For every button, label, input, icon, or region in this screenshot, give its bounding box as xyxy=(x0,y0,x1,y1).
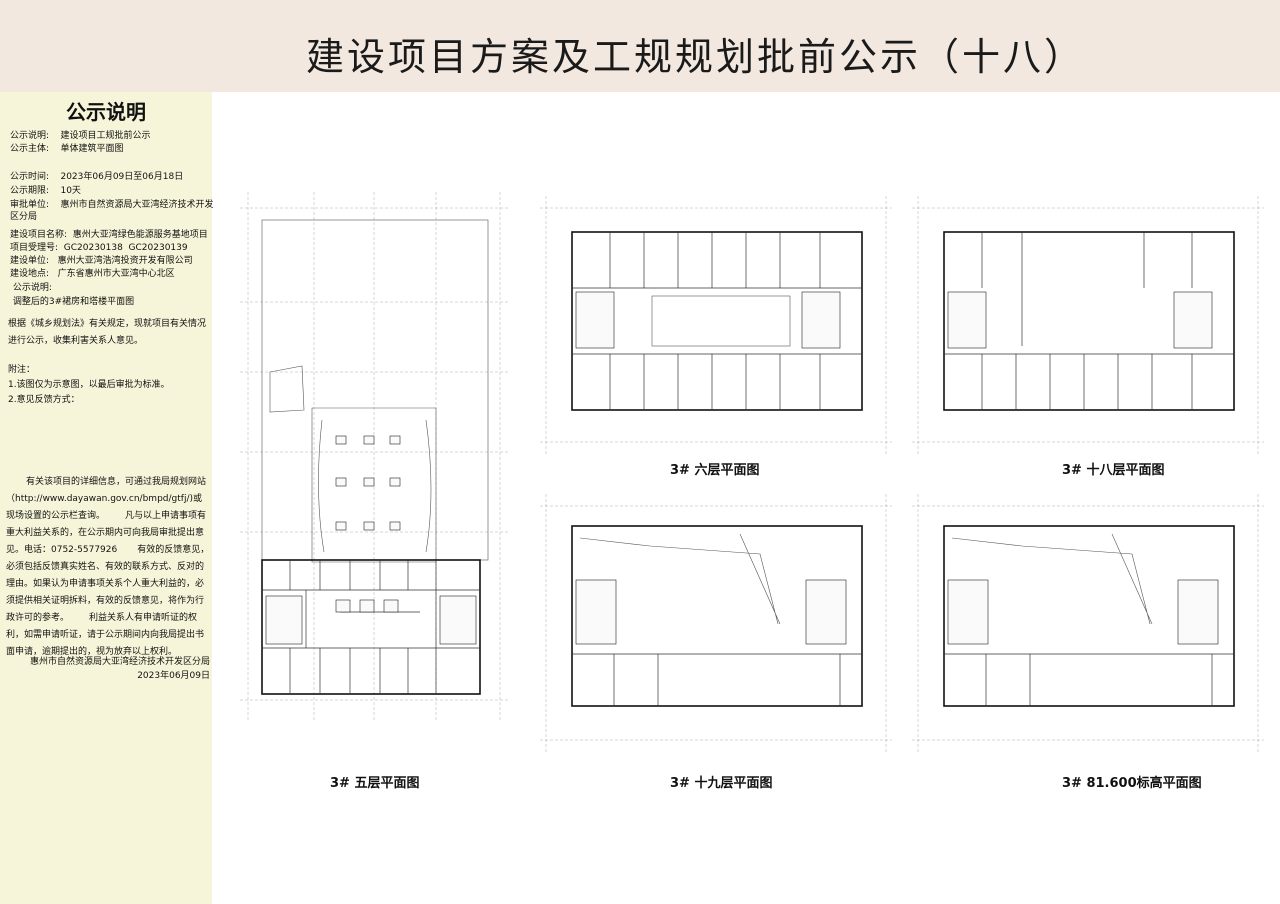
plan-sixth-floor-label: 3# 六层平面图 xyxy=(670,463,760,478)
description-text: 调整后的3#裙房和塔楼平面图 xyxy=(10,297,135,307)
approval-unit-cont: 区分局 xyxy=(10,212,38,222)
project-name: 建设项目名称: 惠州大亚湾绿色能源服务基地项目 xyxy=(10,230,208,240)
plan-fifth-floor-drawing xyxy=(240,192,508,720)
construction-site: 建设地点: 广东省惠州市大亚湾中心北区 xyxy=(10,269,175,279)
notice-heading: 公示说明 xyxy=(66,100,146,124)
signature-date: 2023年06月09日 xyxy=(137,671,210,681)
notice-type: 公示说明: 建设项目工规批前公示 xyxy=(10,131,151,141)
plan-eighteenth-floor-label: 3# 十八层平面图 xyxy=(1062,463,1165,478)
plan-roof-drawing xyxy=(912,494,1264,752)
page-title: 建设项目方案及工规规划批前公示（十八） xyxy=(306,35,1086,79)
approval-unit: 审批单位: 惠州市自然资源局大亚湾经济技术开发 xyxy=(10,200,214,210)
notice-sidebar: 公示说明 公示说明: 建设项目工规批前公示 公示主体: 单体建筑平面图 公示时间… xyxy=(0,92,214,904)
plan-fifth-floor-label: 3# 五层平面图 xyxy=(330,776,420,791)
info-paragraph: 有关该项目的详细信息，可通过我局规划网站（http://www.dayawan.… xyxy=(6,477,210,657)
project-code: 项目受理号: GC20230138 GC20230139 xyxy=(10,243,188,253)
note-2: 2.意见反馈方式： xyxy=(8,395,80,405)
law-paragraph: 根据《城乡规划法》有关规定，现就项目有关情况进行公示，收集利害关系人意见。 xyxy=(8,319,207,346)
description-label: 公示说明: xyxy=(10,283,52,293)
plan-nineteenth-floor-label: 3# 十九层平面图 xyxy=(670,776,773,791)
signature-org: 惠州市自然资源局大亚湾经济技术开发区分局 xyxy=(29,657,210,667)
notice-time: 公示时间: 2023年06月09日至06月18日 xyxy=(10,172,184,182)
construction-unit: 建设单位: 惠州大亚湾浩湾投资开发有限公司 xyxy=(10,256,193,266)
note-1: 1.该图仅为示意图，以最后审批为标准。 xyxy=(8,380,170,390)
plan-roof-label: 3# 81.600标高平面图 xyxy=(1062,776,1202,791)
notes-label: 附注： xyxy=(8,365,36,375)
plan-eighteenth-floor-drawing xyxy=(912,196,1264,454)
notice-period: 公示期限: 10天 xyxy=(10,186,81,196)
header-banner: 建设项目方案及工规规划批前公示（十八） xyxy=(0,0,1280,92)
plan-nineteenth-floor-drawing xyxy=(540,494,892,752)
notice-subject: 公示主体: 单体建筑平面图 xyxy=(10,144,124,154)
plan-sixth-floor-drawing xyxy=(540,196,892,454)
